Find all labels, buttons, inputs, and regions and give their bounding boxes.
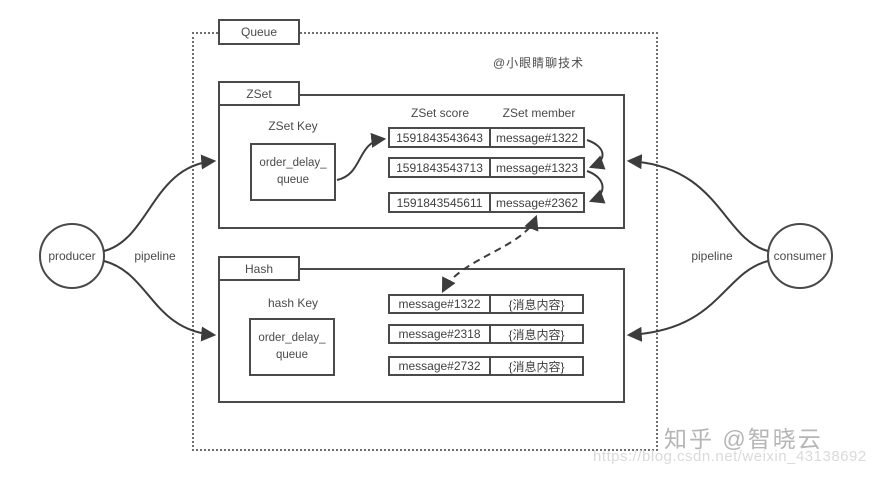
hash-key-label: hash Key [267, 296, 319, 310]
hash-key-line1: order_delay_ [258, 331, 326, 344]
zset-col-score: ZSet score [410, 106, 470, 120]
zset-member-cell: message#2362 [489, 194, 583, 211]
watermark-zhihu: 知乎 @智晓云 [664, 426, 823, 452]
hash-label-box: Hash [218, 256, 300, 281]
zset-row: 1591843545611 message#2362 [388, 192, 585, 213]
producer-label: producer [48, 249, 96, 263]
zset-row: 1591843543713 message#1323 [388, 157, 585, 178]
watermark-csdn-url: https://blog.csdn.net/weixin_43138692 [593, 448, 867, 465]
hash-field-cell: message#2318 [398, 327, 481, 341]
zset-label: ZSet [246, 86, 272, 101]
consumer-label: consumer [773, 249, 827, 263]
producer-node: producer [39, 223, 105, 289]
hash-value-cell: {消息内容} [489, 296, 582, 312]
zset-row: 1591843543643 message#1322 [388, 127, 585, 148]
hash-field-cell: message#2732 [398, 359, 481, 373]
hash-key-box: order_delay_ queue [249, 318, 335, 376]
hash-row: message#1322 {消息内容} [388, 294, 584, 314]
queue-label-box: Queue [218, 19, 300, 45]
watermark-top: @小眼睛聊技术 [493, 56, 585, 70]
zset-member-cell: message#1323 [489, 159, 583, 176]
zset-score-cell: 1591843545611 [396, 195, 483, 210]
pipeline-label-left: pipeline [134, 249, 176, 263]
hash-row: message#2318 {消息内容} [388, 324, 584, 344]
zset-label-box: ZSet [218, 81, 300, 106]
hash-label: Hash [244, 261, 273, 276]
queue-label: Queue [240, 25, 278, 39]
zset-key-label: ZSet Key [268, 119, 318, 133]
zset-member-cell: message#1322 [489, 129, 583, 146]
consumer-node: consumer [767, 223, 833, 289]
hash-value-cell: {消息内容} [489, 358, 582, 374]
zset-key-line2: queue [277, 174, 309, 186]
pipeline-label-right: pipeline [691, 249, 733, 263]
zset-col-member: ZSet member [502, 106, 576, 120]
hash-key-line2: queue [276, 349, 308, 361]
hash-field-cell: message#1322 [398, 297, 481, 311]
zset-key-box: order_delay_ queue [250, 143, 336, 201]
zset-key-line1: order_delay_ [259, 156, 327, 169]
zset-score-cell: 1591843543713 [396, 160, 483, 175]
hash-row: message#2732 {消息内容} [388, 356, 584, 376]
hash-value-cell: {消息内容} [489, 326, 582, 342]
zset-score-cell: 1591843543643 [396, 130, 483, 145]
